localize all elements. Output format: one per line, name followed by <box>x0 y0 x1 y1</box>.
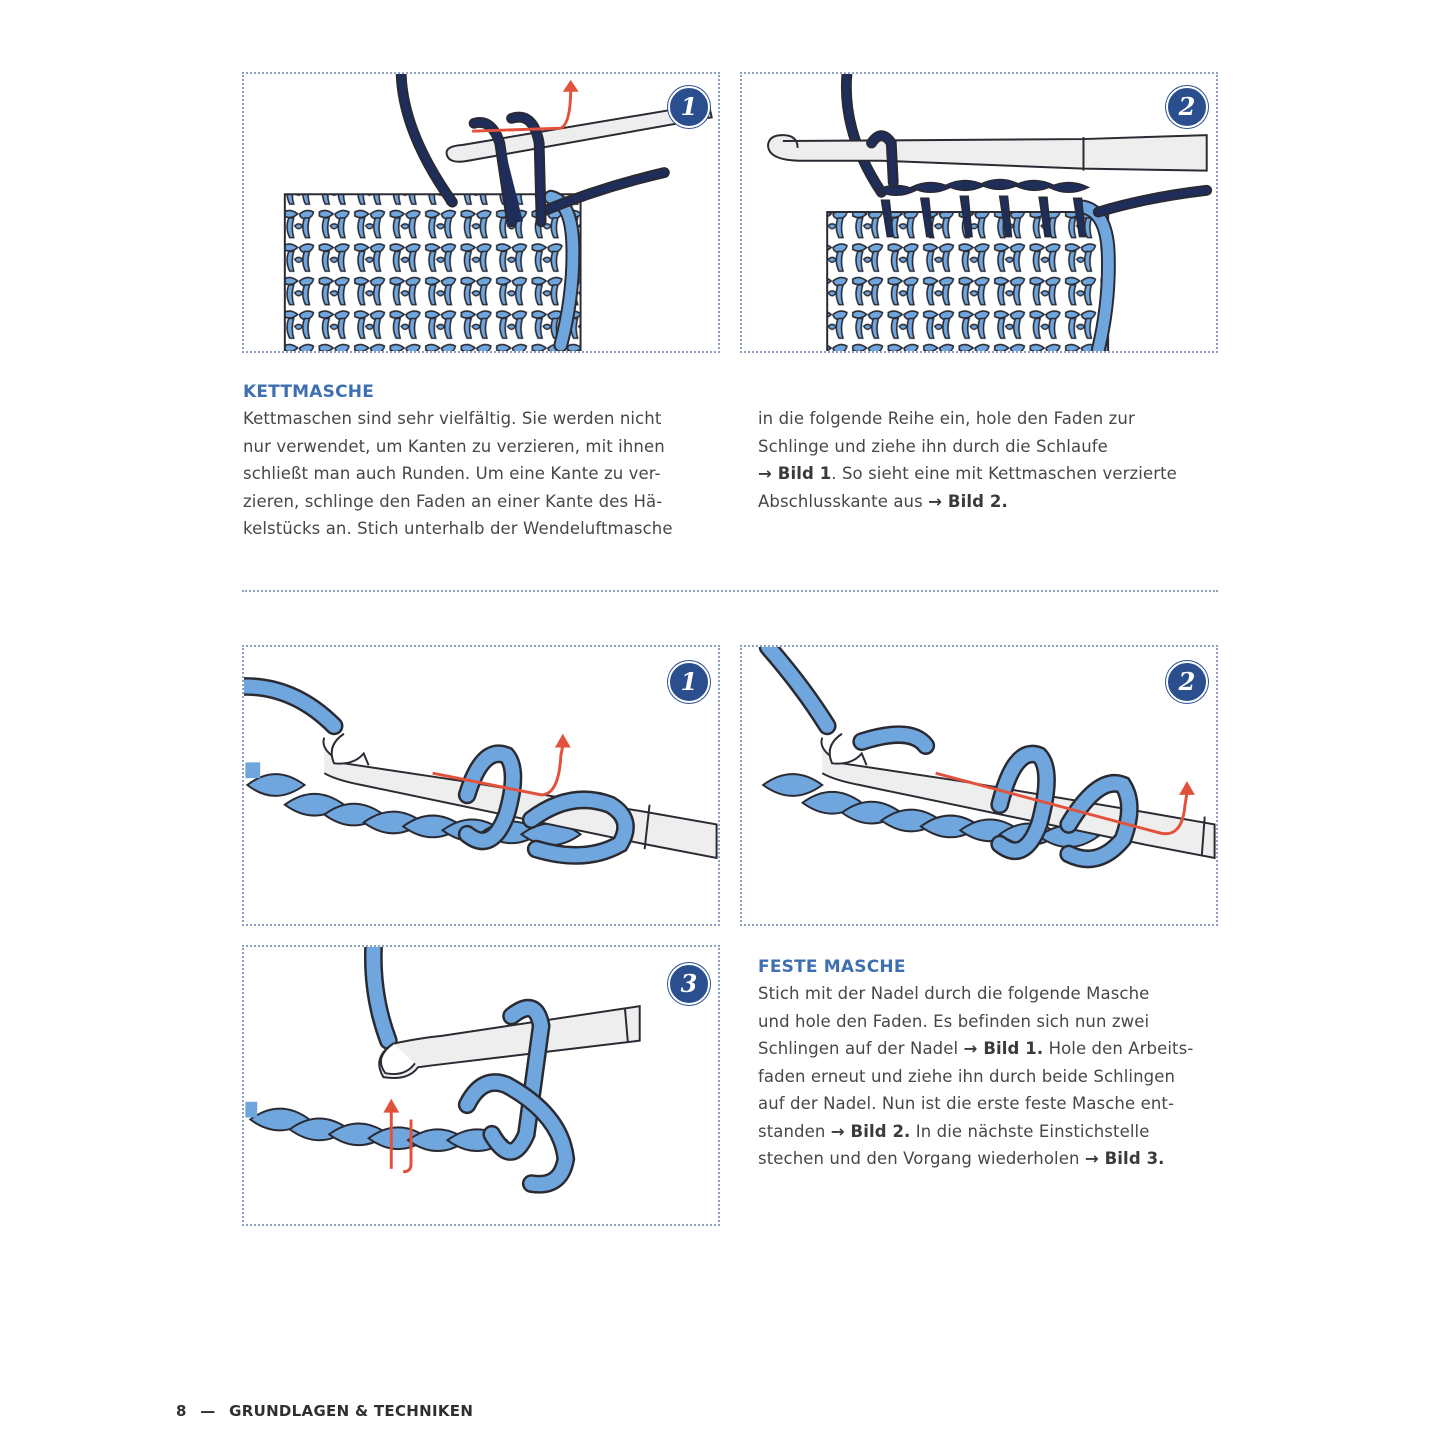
feste-masche-figure-1: 1 <box>242 645 720 926</box>
figure-number-badge: 3 <box>668 963 710 1005</box>
section-heading-feste-masche: FESTE MASCHE <box>758 957 906 977</box>
section-divider <box>242 590 1218 592</box>
feste-masche-illustration-3 <box>245 947 641 1194</box>
kettmasche-illustration-2 <box>767 74 1213 351</box>
text-line: und hole den Faden. Es befinden sich nun… <box>758 1011 1150 1031</box>
kettmasche-figure-1: 1 <box>242 72 720 353</box>
text-line: faden erneut und ziehe ihn durch beide S… <box>758 1066 1176 1086</box>
feste-masche-figure-3: 3 <box>242 945 720 1226</box>
figure-number-badge: 1 <box>668 86 710 128</box>
figure-reference: → Bild 1 <box>758 464 832 483</box>
text-line: Abschlusskante aus → Bild 2. <box>758 488 1228 516</box>
text-span: standen <box>758 1121 831 1141</box>
feste-masche-text: Stich mit der Nadel durch die folgende M… <box>758 980 1228 1173</box>
figure-reference: → Bild 1. <box>963 1039 1044 1058</box>
figure-number-badge: 1 <box>668 661 710 703</box>
section-heading-kettmasche: KETTMASCHE <box>243 382 375 402</box>
kettmasche-illustration-1 <box>283 74 713 351</box>
page-footer: 8 — GRUNDLAGEN & TECHNIKEN <box>176 1402 473 1420</box>
text-line: standen → Bild 2. In die nächste Einstic… <box>758 1118 1228 1146</box>
kettmasche-figure-2: 2 <box>740 72 1218 353</box>
text-span: . <box>1001 491 1008 511</box>
text-span: Abschlusskante aus <box>758 491 929 511</box>
text-line: zieren, schlinge den Faden an einer Kant… <box>243 491 663 511</box>
footer-section-title: GRUNDLAGEN & TECHNIKEN <box>229 1402 474 1420</box>
text-span: stechen und den Vorgang wiederholen <box>758 1149 1085 1168</box>
text-line: Kettmaschen sind sehr vielfältig. Sie we… <box>243 409 662 428</box>
figure-reference: → Bild 2 <box>928 491 1002 511</box>
figure-reference: → Bild 2. <box>830 1121 911 1141</box>
footer-separator: — <box>200 1402 216 1420</box>
page-number: 8 <box>176 1402 187 1420</box>
text-line: in die folgende Reihe ein, hole den Fade… <box>758 409 1135 428</box>
text-line: stechen und den Vorgang wiederholen → Bi… <box>758 1145 1228 1173</box>
figure-number-badge: 2 <box>1166 86 1208 128</box>
text-line: Schlinge und ziehe ihn durch die Schlauf… <box>758 436 1108 456</box>
kettmasche-text-column-2: in die folgende Reihe ein, hole den Fade… <box>758 405 1228 515</box>
figure-reference: → Bild 3. <box>1084 1149 1165 1168</box>
feste-masche-illustration-2 <box>758 647 1216 869</box>
text-line: → Bild 1. So sieht eine mit Kettmaschen … <box>758 460 1228 488</box>
text-line: nur verwendet, um Kanten zu verzieren, m… <box>243 436 665 456</box>
text-line: Schlingen auf der Nadel → Bild 1. Hole d… <box>758 1035 1228 1063</box>
text-line: schließt man auch Runden. Um eine Kante … <box>243 464 661 483</box>
feste-masche-figure-2: 2 <box>740 645 1218 926</box>
figure-number-badge: 2 <box>1166 661 1208 703</box>
text-line: kelstücks an. Stich unterhalb der Wendel… <box>243 519 673 538</box>
text-line: auf der Nadel. Nun ist die erste feste M… <box>758 1094 1175 1113</box>
text-span: In die nächste Einstichstelle <box>910 1121 1150 1141</box>
text-span: Hole den Arbeits- <box>1043 1039 1194 1058</box>
text-span: Schlingen auf der Nadel <box>758 1039 964 1058</box>
feste-masche-illustration-1 <box>244 677 718 865</box>
kettmasche-text-column-1: Kettmaschen sind sehr vielfältig. Sie we… <box>243 405 713 543</box>
text-span: . So sieht eine mit Kettmaschen verziert… <box>831 464 1177 483</box>
text-line: Stich mit der Nadel durch die folgende M… <box>758 984 1150 1003</box>
